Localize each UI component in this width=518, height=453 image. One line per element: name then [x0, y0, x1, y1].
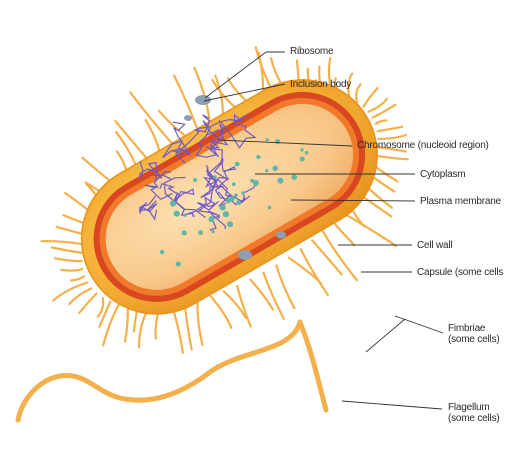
fimbria — [301, 249, 328, 295]
fimbria — [79, 294, 96, 314]
ribosome — [277, 178, 283, 184]
fimbria — [115, 121, 148, 160]
ribosome — [250, 179, 254, 183]
ribosome — [234, 193, 238, 197]
ribosome — [193, 178, 197, 182]
label-cell-wall: Cell wall — [417, 240, 452, 251]
fimbria — [99, 302, 110, 327]
ribosome — [241, 191, 245, 195]
ribosome — [273, 166, 278, 171]
ribosome — [275, 139, 280, 144]
fimbria — [185, 303, 192, 349]
ribosome — [213, 175, 216, 178]
flagellum — [18, 322, 300, 420]
fimbria — [211, 296, 232, 328]
fimbria — [53, 283, 87, 301]
label-chromosome: Chromosome (nucleoid region) — [357, 140, 489, 151]
fimbria — [98, 298, 103, 317]
ribosome — [198, 230, 203, 235]
fimbria — [52, 248, 82, 253]
ribosome — [292, 174, 298, 180]
ribosome — [220, 204, 226, 210]
ribosome — [300, 148, 303, 151]
fimbria — [376, 121, 387, 125]
ribosome — [256, 155, 260, 159]
fimbria — [42, 241, 84, 244]
ribosome — [300, 157, 305, 162]
label-cytoplasm: Cytoplasm — [420, 169, 465, 180]
fimbriae-title: Fimbriae — [448, 323, 500, 334]
fimbria — [55, 258, 82, 261]
fimbria — [376, 156, 408, 160]
ribosome — [212, 230, 215, 233]
fimbria — [116, 132, 137, 169]
flagellum-title: Flagellum — [448, 402, 500, 413]
fimbria — [369, 99, 387, 112]
ribosome — [265, 169, 268, 172]
ribosome — [184, 213, 187, 216]
ribosome — [174, 211, 180, 217]
fimbria — [276, 266, 294, 309]
ribosome — [235, 162, 240, 167]
ribosome — [232, 182, 236, 186]
fimbria — [251, 280, 273, 310]
ribosome — [182, 230, 187, 235]
ribosome — [226, 198, 232, 204]
label-capsule: Capsule (some cells — [417, 267, 503, 278]
flagellum-note: (some cells) — [448, 413, 500, 424]
fimbriae-note: (some cells) — [448, 334, 500, 345]
ribosome — [176, 261, 181, 266]
fimbria — [333, 222, 354, 245]
ribosome — [305, 151, 309, 155]
label-ribosome: Ribosome — [290, 46, 333, 57]
ribosome — [268, 206, 271, 209]
label-fimbriae: Fimbriae (some cells) — [448, 323, 500, 345]
ribosome — [266, 138, 269, 141]
fimbria — [62, 269, 83, 271]
ribosome — [227, 221, 233, 227]
fimbria — [194, 68, 209, 121]
label-inclusion-body: Inclusion body — [290, 79, 351, 90]
fimbria — [197, 300, 202, 345]
fimbria — [378, 127, 402, 131]
flagellum-right — [300, 322, 326, 410]
fimbria — [356, 84, 360, 102]
label-plasma-membrane: Plasma membrane — [420, 196, 501, 207]
fimbria — [364, 88, 378, 107]
ribosome — [170, 200, 176, 206]
fimbria — [289, 258, 321, 284]
fimbria — [312, 240, 341, 274]
ribosome — [160, 250, 164, 254]
ribosome — [223, 211, 229, 217]
fimbria — [71, 276, 84, 280]
fimbria — [378, 135, 406, 139]
ribosome — [209, 216, 215, 222]
label-flagellum: Flagellum (some cells) — [448, 402, 500, 424]
ribosome — [236, 200, 241, 205]
fimbria — [125, 306, 128, 341]
